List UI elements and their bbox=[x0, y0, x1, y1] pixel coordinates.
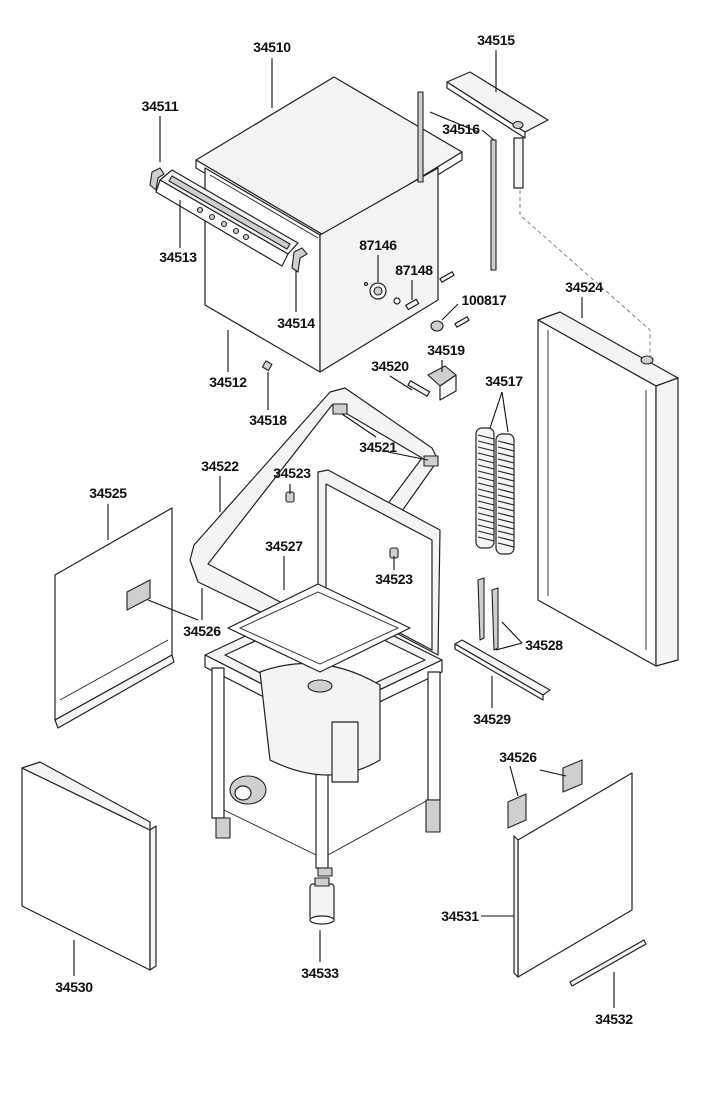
handle-34511 bbox=[149, 167, 165, 191]
label-34516: 34516 bbox=[442, 121, 480, 137]
label-100817: 100817 bbox=[462, 292, 507, 308]
pads-34526-right bbox=[507, 759, 583, 829]
label-34525: 34525 bbox=[89, 485, 127, 501]
label-34526-right: 34526 bbox=[499, 749, 537, 765]
label-34512: 34512 bbox=[209, 374, 247, 390]
machine-body-frame bbox=[204, 469, 443, 877]
leader-lines bbox=[73, 50, 615, 1008]
hinge-34519 bbox=[427, 365, 457, 401]
label-34533: 34533 bbox=[301, 965, 339, 981]
label-34532: 34532 bbox=[595, 1011, 633, 1027]
bolt-upper bbox=[439, 271, 455, 283]
bushing-87146 bbox=[363, 281, 387, 300]
label-34515: 34515 bbox=[477, 32, 515, 48]
foot-34533 bbox=[309, 877, 335, 925]
label-34513: 34513 bbox=[159, 249, 197, 265]
label-34527: 34527 bbox=[265, 538, 303, 554]
control-panel-34513 bbox=[155, 169, 299, 267]
label-34517: 34517 bbox=[485, 373, 523, 389]
clip-34518 bbox=[261, 360, 273, 372]
bracket-34515 bbox=[446, 71, 549, 189]
label-34522: 34522 bbox=[201, 458, 239, 474]
label-34531: 34531 bbox=[441, 908, 479, 924]
label-34524: 34524 bbox=[565, 279, 603, 295]
label-34521: 34521 bbox=[359, 439, 397, 455]
dashed-alignment-line bbox=[519, 190, 651, 356]
label-34511: 34511 bbox=[142, 98, 179, 114]
side-panel-34525 bbox=[54, 507, 175, 729]
label-34526-left: 34526 bbox=[183, 623, 221, 639]
label-34523-lower: 34523 bbox=[375, 571, 413, 587]
guide-rods-34516 bbox=[417, 91, 497, 271]
strip-34532 bbox=[569, 939, 647, 987]
label-87148: 87148 bbox=[395, 262, 433, 278]
pin-34520 bbox=[407, 380, 431, 397]
back-panel-34524 bbox=[537, 311, 679, 667]
label-34520: 34520 bbox=[371, 358, 409, 374]
side-panel-34531 bbox=[513, 772, 633, 978]
label-34519: 34519 bbox=[427, 342, 465, 358]
label-34510: 34510 bbox=[253, 39, 291, 55]
label-34514: 34514 bbox=[277, 315, 315, 331]
label-34530: 34530 bbox=[55, 979, 93, 995]
label-34523-upper: 34523 bbox=[273, 465, 311, 481]
bar-34529 bbox=[454, 639, 551, 701]
label-34528: 34528 bbox=[525, 637, 563, 653]
door-frame-34522 bbox=[189, 387, 439, 633]
handle-34514 bbox=[291, 247, 308, 273]
part-labels: 34510 34511 34513 34514 34512 34518 3451… bbox=[55, 32, 633, 1027]
label-34529: 34529 bbox=[473, 711, 511, 727]
pin-87148 bbox=[393, 297, 420, 311]
rods-34528 bbox=[477, 577, 499, 651]
label-34518: 34518 bbox=[249, 412, 287, 428]
label-87146: 87146 bbox=[359, 237, 397, 253]
front-panel-34530 bbox=[21, 761, 157, 971]
hinge-brackets-34521 bbox=[332, 403, 439, 467]
springs-34517 bbox=[475, 427, 515, 555]
bushing-100817 bbox=[430, 316, 470, 332]
